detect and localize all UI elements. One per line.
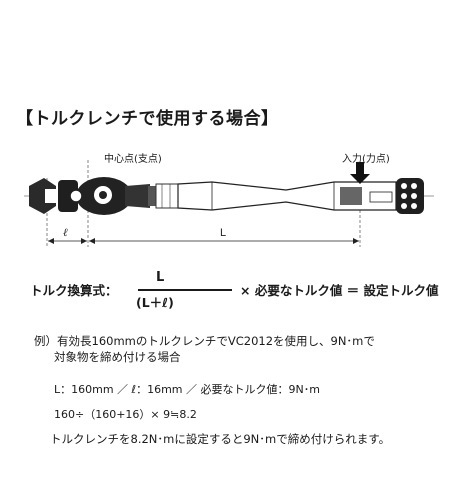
wrench-handle-icon (177, 181, 397, 211)
page-heading: 【トルクレンチで使用する場合】 (16, 109, 279, 129)
example-calculation: 160÷（160+16）× 9≒8.2 (54, 408, 197, 421)
wrench-collar-icon (148, 183, 179, 209)
torque-formula: トルク換算式： L (L＋ℓ) × 必要なトルク値 ＝ 設定トルク値 (30, 270, 440, 310)
center-point-label: 中心点(支点) (104, 154, 162, 165)
example-result: トルクレンチを8.2N･mに設定すると9N･mで締め付けられます。 (50, 432, 391, 446)
hex-socket-icon (29, 178, 59, 214)
dimension-large-label: L (220, 227, 226, 239)
formula-label: トルク換算式： (30, 283, 118, 298)
fraction-bar (138, 289, 232, 291)
dimension-small (48, 238, 87, 244)
example-title: 例）有効長160mmのトルクレンチでVC2012を使用し、9N･mで (34, 334, 375, 348)
formula-numerator: L (156, 270, 165, 285)
ratchet-head-icon (58, 177, 150, 215)
dimension-small-label: ℓ (63, 226, 68, 239)
example-title-continued: 対象物を締め付ける場合 (54, 350, 181, 364)
dimension-large (89, 238, 359, 244)
knurled-grip-icon (396, 178, 424, 214)
example-values: L：160mm ／ ℓ：16mm ／ 必要なトルク値：9N･m (54, 383, 320, 396)
formula-denominator: (L＋ℓ) (136, 295, 174, 310)
force-point-label: 入力(力点) (342, 154, 390, 165)
formula-rest: × 必要なトルク値 ＝ 設定トルク値 (240, 283, 439, 298)
force-arrow-icon (350, 162, 370, 184)
